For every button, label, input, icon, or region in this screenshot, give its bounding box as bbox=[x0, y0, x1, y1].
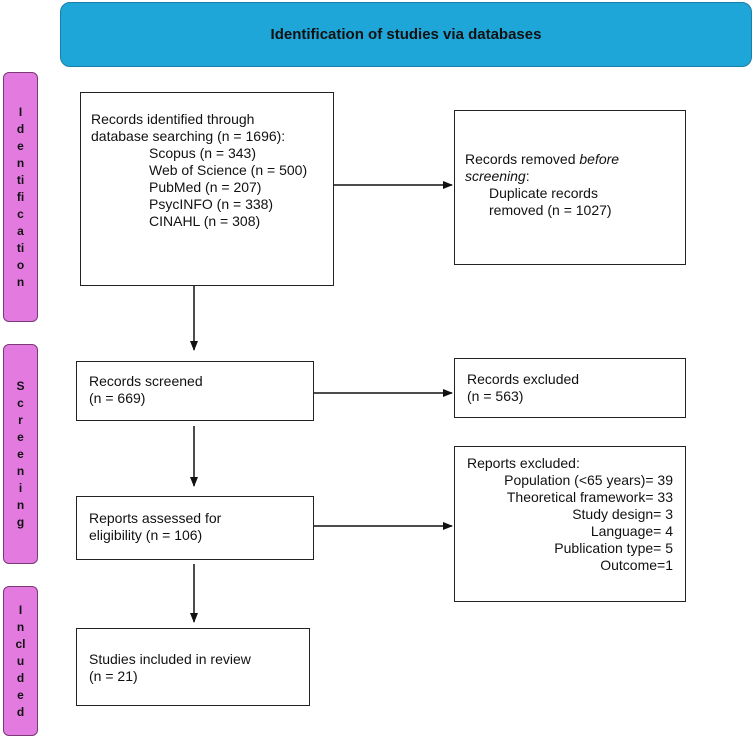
records-screened-box: Records screened (n = 669) bbox=[76, 361, 314, 421]
records-identified-box: Records identified through database sear… bbox=[80, 92, 334, 286]
records-excluded-box: Records excluded (n = 563) bbox=[454, 358, 686, 418]
included-line2: (n = 21) bbox=[89, 668, 138, 684]
assessed-line2: eligibility (n = 106) bbox=[89, 527, 203, 543]
source-web-of-science: Web of Science (n = 500) bbox=[149, 162, 308, 178]
reason-language: Language= 4 bbox=[590, 523, 673, 539]
phase-screening-label: Screening bbox=[16, 378, 25, 529]
source-scopus: Scopus (n = 343) bbox=[149, 145, 257, 161]
excluded-line2: (n = 563) bbox=[467, 388, 524, 404]
source-cinahl: CINAHL (n = 308) bbox=[149, 213, 261, 229]
source-pubmed: PubMed (n = 207) bbox=[149, 179, 262, 195]
reports-assessed-box: Reports assessed for eligibility (n = 10… bbox=[76, 496, 314, 560]
phase-identification: Identification bbox=[3, 72, 38, 322]
reason-study-design: Study design= 3 bbox=[572, 506, 673, 522]
studies-included-box: Studies included in review (n = 21) bbox=[76, 628, 310, 706]
reason-theoretical-framework: Theoretical framework= 33 bbox=[506, 489, 673, 505]
phase-included-label: Included bbox=[15, 602, 26, 719]
phase-included: Included bbox=[3, 586, 38, 736]
removed-line3: Duplicate records bbox=[489, 185, 598, 201]
header-banner: Identification of studies via databases bbox=[60, 2, 752, 67]
phase-identification-label: Identification bbox=[16, 104, 25, 289]
screened-line1: Records screened bbox=[89, 373, 203, 389]
identified-line1: Records identified through bbox=[91, 111, 255, 127]
included-line1: Studies included in review bbox=[89, 651, 251, 667]
reason-population: Population (<65 years)= 39 bbox=[504, 472, 673, 488]
reports-excluded-box: Reports excluded: Population (<65 years)… bbox=[454, 446, 686, 602]
source-psycinfo: PsycINFO (n = 338) bbox=[149, 196, 274, 212]
reports-excluded-title: Reports excluded: bbox=[467, 455, 580, 471]
assessed-line1: Reports assessed for bbox=[89, 510, 222, 526]
removed-line2: screening: bbox=[465, 168, 530, 184]
records-removed-box: Records removed before screening: Duplic… bbox=[454, 110, 686, 265]
excluded-line1: Records excluded bbox=[467, 371, 580, 387]
screened-line2: (n = 669) bbox=[89, 390, 146, 406]
identified-line2: database searching (n = 1696): bbox=[91, 128, 286, 144]
reason-outcome: Outcome=1 bbox=[600, 557, 673, 573]
phase-screening: Screening bbox=[3, 344, 38, 564]
header-title: Identification of studies via databases bbox=[270, 26, 542, 43]
removed-line4: removed (n = 1027) bbox=[489, 202, 612, 218]
reason-publication-type: Publication type= 5 bbox=[554, 540, 673, 556]
removed-line1: Records removed before bbox=[465, 151, 620, 167]
